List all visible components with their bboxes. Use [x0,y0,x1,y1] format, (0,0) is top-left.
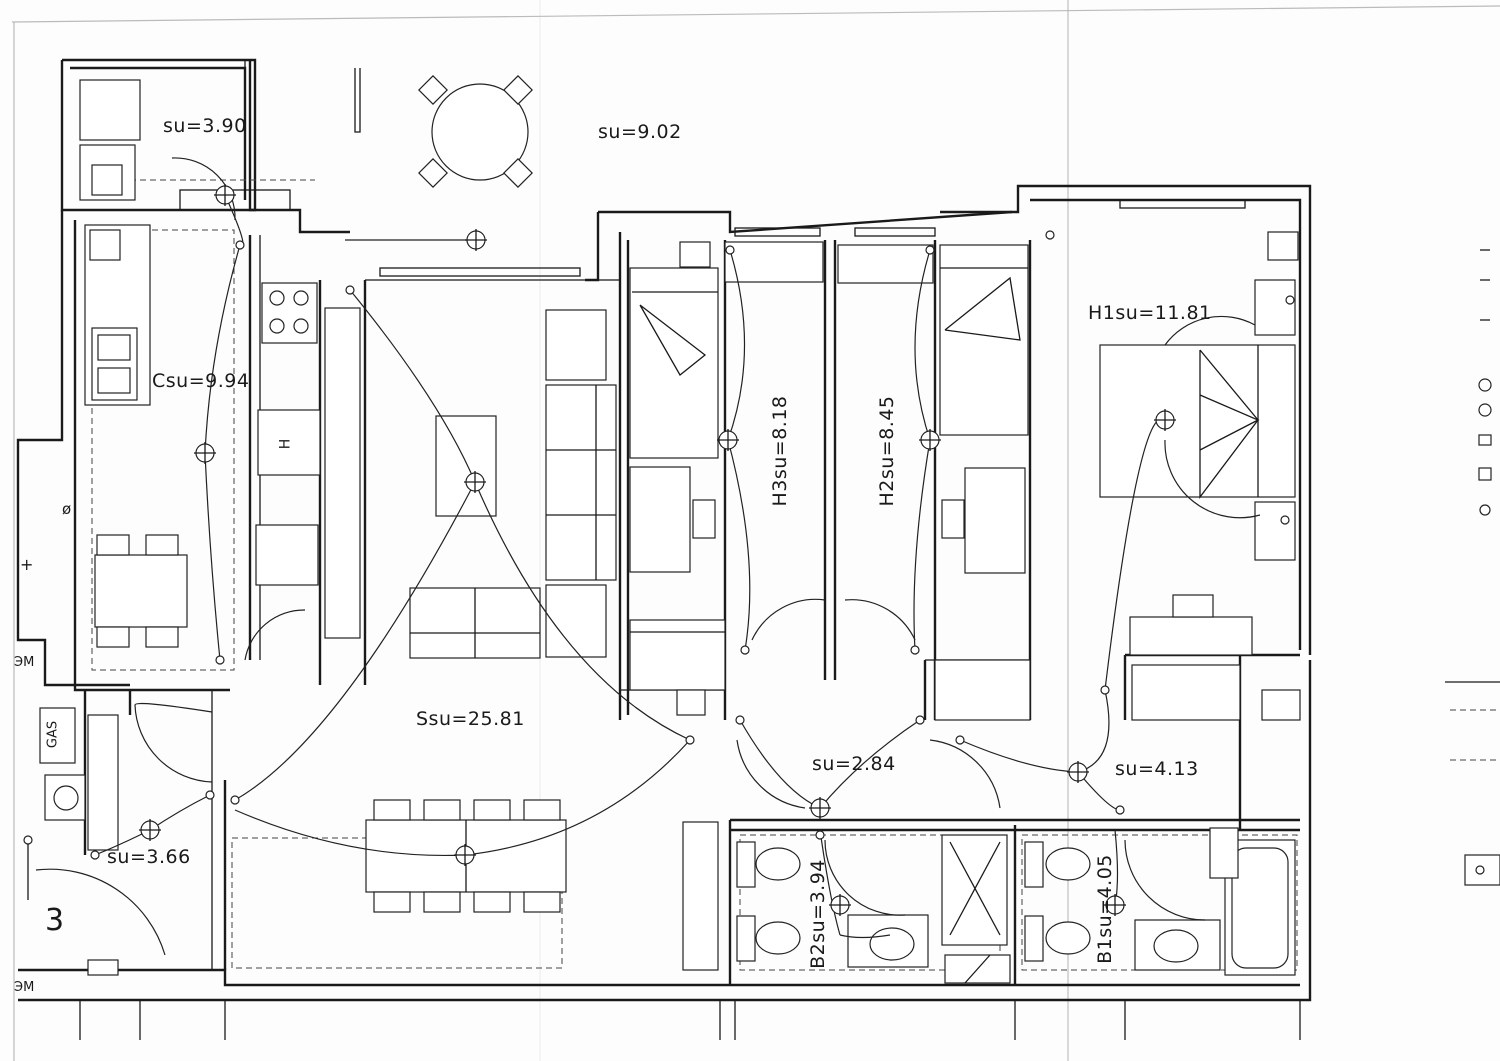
bottom-facade [79,1000,1301,1040]
terrace-table [418,75,533,188]
light-fixture [1104,894,1126,916]
bath1-fixtures [1024,827,1296,976]
bedroom2-furniture [837,244,1031,721]
bath2-area-label: B2su=3.94 [807,859,829,969]
terrace-small-area-label: su=3.90 [163,115,247,137]
corridor-area-label: su=4.13 [1115,758,1199,780]
bath1-area-label: B1su=4.05 [1094,854,1116,964]
bedroom3-area-label: H3su=8.18 [769,395,791,507]
entry-area-label: su=3.66 [107,846,191,868]
kitchen-area-label: Csu=9.94 [152,370,250,392]
margin-legend [1445,249,1500,886]
light-fixture [1067,761,1089,783]
bedroom1-area-label: H1su=11.81 [1088,302,1212,324]
light-fixtures [139,184,1176,916]
light-fixture [465,229,487,251]
living-area-label: Ssu=25.81 [416,708,525,730]
terrace-large-area-label: su=9.02 [598,121,682,143]
kitchen-counter [84,224,361,639]
light-fixture [809,797,831,819]
meter-mark-top: ЭМ [14,655,35,670]
bedroom1-furniture [1099,231,1301,721]
switch-symbols [90,230,1295,860]
gas-label: GAS [45,720,61,749]
diameter-mark: ø [62,500,72,518]
bath2-fixtures [682,821,1011,984]
door-swings [35,157,1261,956]
living-room-furniture [409,309,617,659]
light-fixture [1154,409,1176,431]
light-fixture [214,184,236,206]
terrace-appliances [79,79,141,201]
paper-edge [11,5,1500,23]
light-fixture [194,442,216,464]
dining-table [365,799,567,913]
entry-fixtures [23,707,119,976]
light-fixture [717,429,739,451]
entry-number-label: 3 [45,903,65,938]
light-fixture [464,471,486,493]
bedroom3-furniture [629,241,824,716]
hall-area-label: su=2.84 [812,753,896,775]
h-mark-label: H [277,438,294,450]
bedroom2-area-label: H2su=8.45 [876,395,898,507]
plus-mark: + [20,555,34,574]
light-fixture [139,819,161,841]
kitchen-table [94,534,188,648]
light-fixture [919,429,941,451]
meter-mark-bottom: ЭМ [14,980,35,995]
light-fixture [829,894,851,916]
electrical-wiring [94,194,1166,939]
light-fixture [454,844,476,866]
terrace-railing [244,60,361,200]
